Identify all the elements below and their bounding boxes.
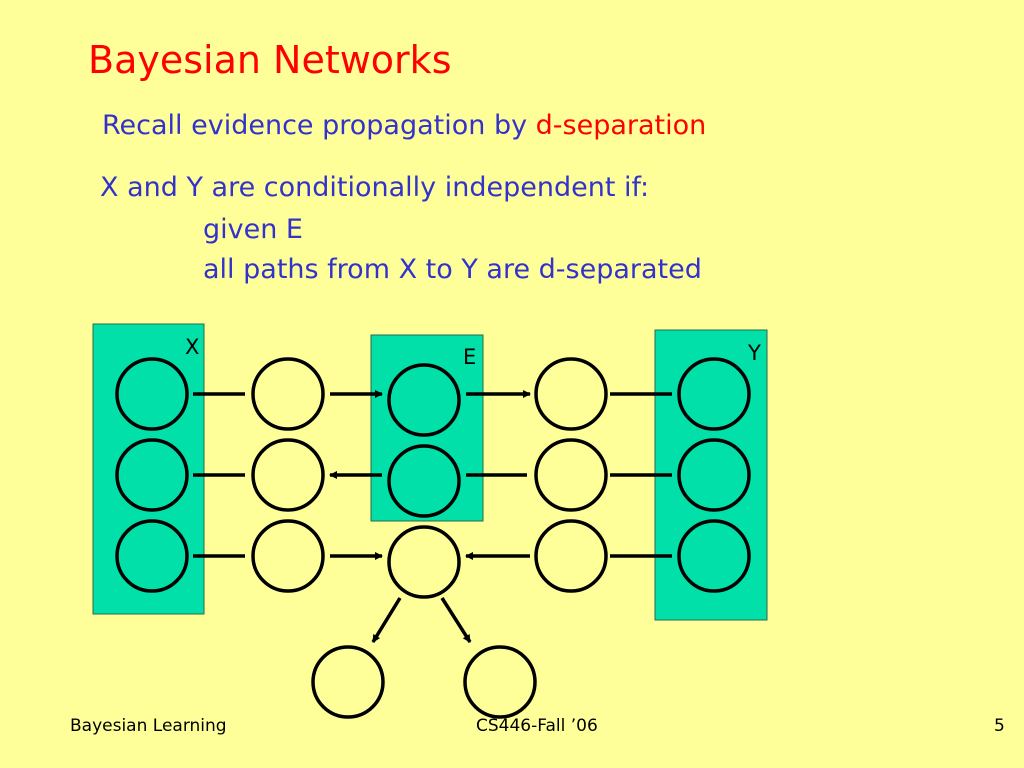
node-a2 <box>251 438 325 512</box>
node-b2 <box>534 438 608 512</box>
slide-title: Bayesian Networks <box>88 38 452 82</box>
arrow-collider-child2 <box>440 597 472 643</box>
bullet-recall: Recall evidence propagation by d-separat… <box>102 110 706 141</box>
sub-bullet-given: given E <box>203 214 303 245</box>
node-a3 <box>251 519 325 593</box>
bullet-recall-text: Recall evidence propagation by <box>102 110 536 141</box>
node-y2 <box>677 438 751 512</box>
node-child1 <box>311 645 385 719</box>
x-label: X <box>185 335 199 359</box>
node-e2 <box>387 444 461 518</box>
y-label: Y <box>747 341 761 365</box>
node-b3 <box>534 519 608 593</box>
node-a1 <box>251 357 325 431</box>
e-label: E <box>463 345 476 369</box>
node-x1 <box>115 357 189 431</box>
node-x3 <box>115 519 189 593</box>
node-x2 <box>115 438 189 512</box>
footer-term: CS446-Fall ’06 <box>476 716 598 736</box>
d-separation-highlight: d-separation <box>535 110 707 141</box>
node-y1 <box>677 357 751 431</box>
node-b1 <box>534 357 608 431</box>
sub-bullet-paths: all paths from X to Y are d-separated <box>203 254 702 285</box>
bullet-condition: X and Y are conditionally independent if… <box>100 172 650 203</box>
node-collider <box>387 525 461 599</box>
node-y3 <box>677 519 751 593</box>
footer-course: Bayesian Learning <box>70 716 227 736</box>
page-number: 5 <box>994 716 1005 736</box>
node-child2 <box>463 645 537 719</box>
node-e1 <box>387 363 461 437</box>
arrow-collider-child1 <box>371 597 402 643</box>
